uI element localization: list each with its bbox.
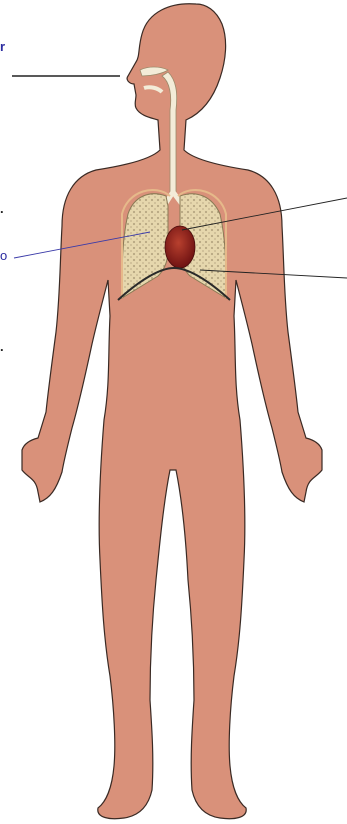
label-left-mid: .	[0, 202, 4, 216]
label-top-left: r	[0, 40, 5, 54]
label-left-lung: o	[0, 249, 7, 263]
heart	[165, 226, 195, 268]
label-left-low: .	[0, 340, 4, 354]
